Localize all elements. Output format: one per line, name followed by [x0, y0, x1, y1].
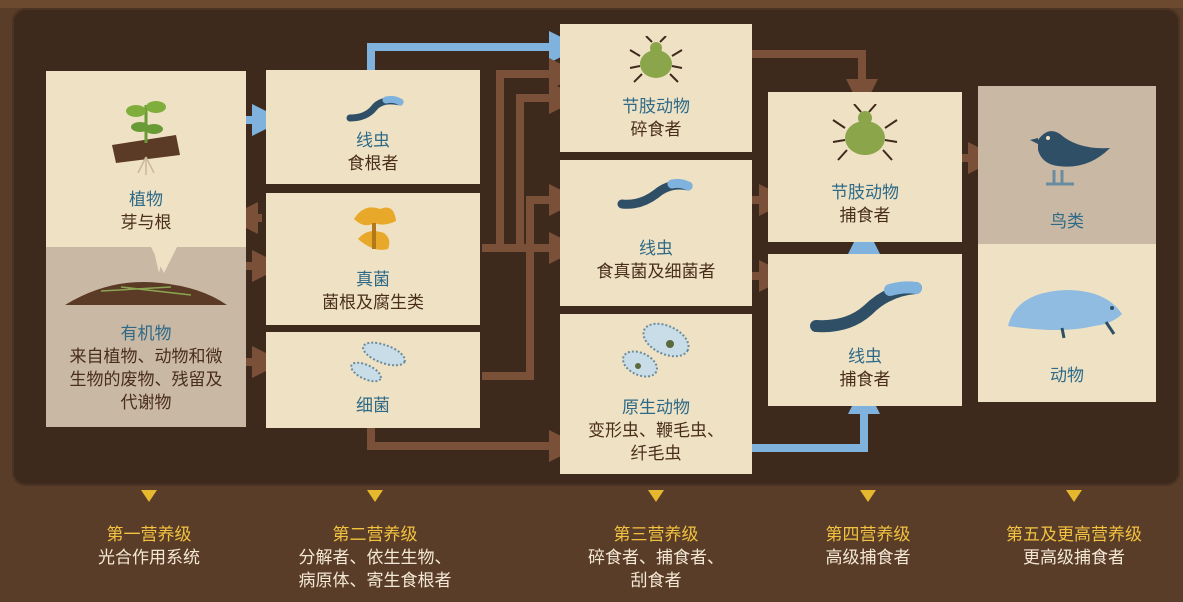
organic-line-3: 代谢物 — [120, 393, 172, 413]
predator-nematode-sub: 捕食者 — [839, 370, 891, 390]
level-2-line-2: 病原体、寄生食根者 — [298, 571, 452, 591]
fungi-sub: 菌根及腐生类 — [322, 293, 424, 313]
arrow-bacteria-up — [482, 184, 581, 380]
nematode-icon — [617, 178, 693, 209]
box-bacteria: 细菌 — [266, 332, 480, 428]
box-predator-arthropod: 节肢动物 捕食者 — [768, 92, 962, 242]
box-protozoa: 原生动物 变形虫、鞭毛虫、 纤毛虫 — [560, 314, 752, 474]
level-4-title: 第四营养级 — [825, 525, 911, 545]
level-2: 第二营养级 分解者、依生生物、 病原体、寄生食根者 — [265, 524, 485, 593]
level-5-line-1: 更高级捕食者 — [1023, 548, 1125, 568]
level-5-title: 第五及更高营养级 — [1006, 525, 1142, 545]
level-5-marker — [1066, 490, 1082, 502]
level-1-title: 第一营养级 — [106, 525, 192, 545]
arrow-bacteria-protozoa — [367, 428, 581, 462]
level-3: 第三营养级 碎食者、捕食者、 刮食者 — [556, 524, 756, 593]
level-3-title: 第三营养级 — [613, 525, 699, 545]
level-3-marker — [648, 490, 664, 502]
level-1: 第一营养级 光合作用系统 — [49, 524, 249, 570]
box-birds: 鸟类 — [978, 86, 1156, 244]
arrow-shredder-predator — [752, 50, 878, 111]
level-2-marker — [367, 490, 383, 502]
soil-icon — [65, 247, 227, 305]
plant-icon — [112, 101, 180, 175]
root-nematode-sub: 食根者 — [347, 154, 399, 174]
level-1-line-1: 光合作用系统 — [98, 548, 200, 568]
protozoa-title: 原生动物 — [622, 398, 690, 418]
protozoa-line-2: 纤毛虫 — [630, 444, 682, 464]
level-2-line-1: 分解者、依生生物、 — [298, 548, 452, 568]
beetle-icon — [832, 104, 898, 161]
level-2-title: 第二营养级 — [332, 525, 418, 545]
fungus-icon — [354, 207, 396, 250]
birds-title: 鸟类 — [1050, 212, 1084, 232]
box-organic: 有机物 来自植物、动物和微 生物的废物、残留及 代谢物 — [46, 247, 246, 427]
predator-arthropod-sub: 捕食者 — [839, 206, 891, 226]
organic-line-1: 来自植物、动物和微 — [69, 347, 223, 367]
level-5: 第五及更高营养级 更高级捕食者 — [974, 524, 1174, 570]
protozoa-line-1: 变形虫、鞭毛虫、 — [588, 421, 724, 441]
protozoa-icon — [622, 322, 690, 378]
plants-sub: 芽与根 — [120, 213, 172, 233]
fungal-nematode-sub: 食真菌及细菌者 — [596, 262, 716, 282]
box-shredder: 节肢动物 碎食者 — [560, 24, 752, 152]
arrow-protozoa-prednem — [752, 382, 880, 452]
fungal-nematode-title: 线虫 — [639, 239, 673, 259]
box-predator-nematode: 线虫 捕食者 — [768, 254, 962, 406]
organic-title: 有机物 — [120, 324, 172, 344]
arrow-nematode-arthropod — [367, 31, 581, 70]
top-bar — [0, 0, 1183, 8]
nematode-icon — [810, 281, 922, 333]
shredder-sub: 碎食者 — [630, 120, 682, 140]
nematode-icon — [346, 95, 404, 122]
bacteria-icon — [350, 341, 406, 383]
box-root-nematode: 线虫 食根者 — [266, 70, 480, 184]
level-4: 第四营养级 高级捕食者 — [778, 524, 958, 570]
shredder-title: 节肢动物 — [622, 97, 690, 117]
predator-nematode-title: 线虫 — [848, 347, 882, 367]
animals-title: 动物 — [1050, 366, 1084, 386]
level-4-marker — [860, 490, 876, 502]
root-nematode-title: 线虫 — [356, 131, 390, 151]
box-plants: 植物 芽与根 — [46, 71, 246, 247]
box-fungi: 真菌 菌根及腐生类 — [266, 193, 480, 325]
box-fungal-nematode: 线虫 食真菌及细菌者 — [560, 160, 752, 306]
bird-icon — [1030, 131, 1110, 186]
predator-arthropod-title: 节肢动物 — [831, 183, 899, 203]
fungi-title: 真菌 — [356, 270, 390, 290]
level-4-line-1: 高级捕食者 — [825, 548, 911, 568]
level-1-marker — [141, 490, 157, 502]
box-animals: 动物 — [978, 244, 1156, 402]
mole-icon — [1008, 290, 1122, 339]
bacteria-title: 细菌 — [356, 396, 390, 416]
organic-line-2: 生物的废物、残留及 — [69, 370, 223, 390]
level-3-line-1: 碎食者、捕食者、 — [588, 548, 724, 568]
beetle-icon — [629, 36, 683, 83]
arrow-fungi-up — [482, 58, 581, 252]
plants-title: 植物 — [129, 190, 163, 210]
level-3-line-2: 刮食者 — [630, 571, 682, 591]
